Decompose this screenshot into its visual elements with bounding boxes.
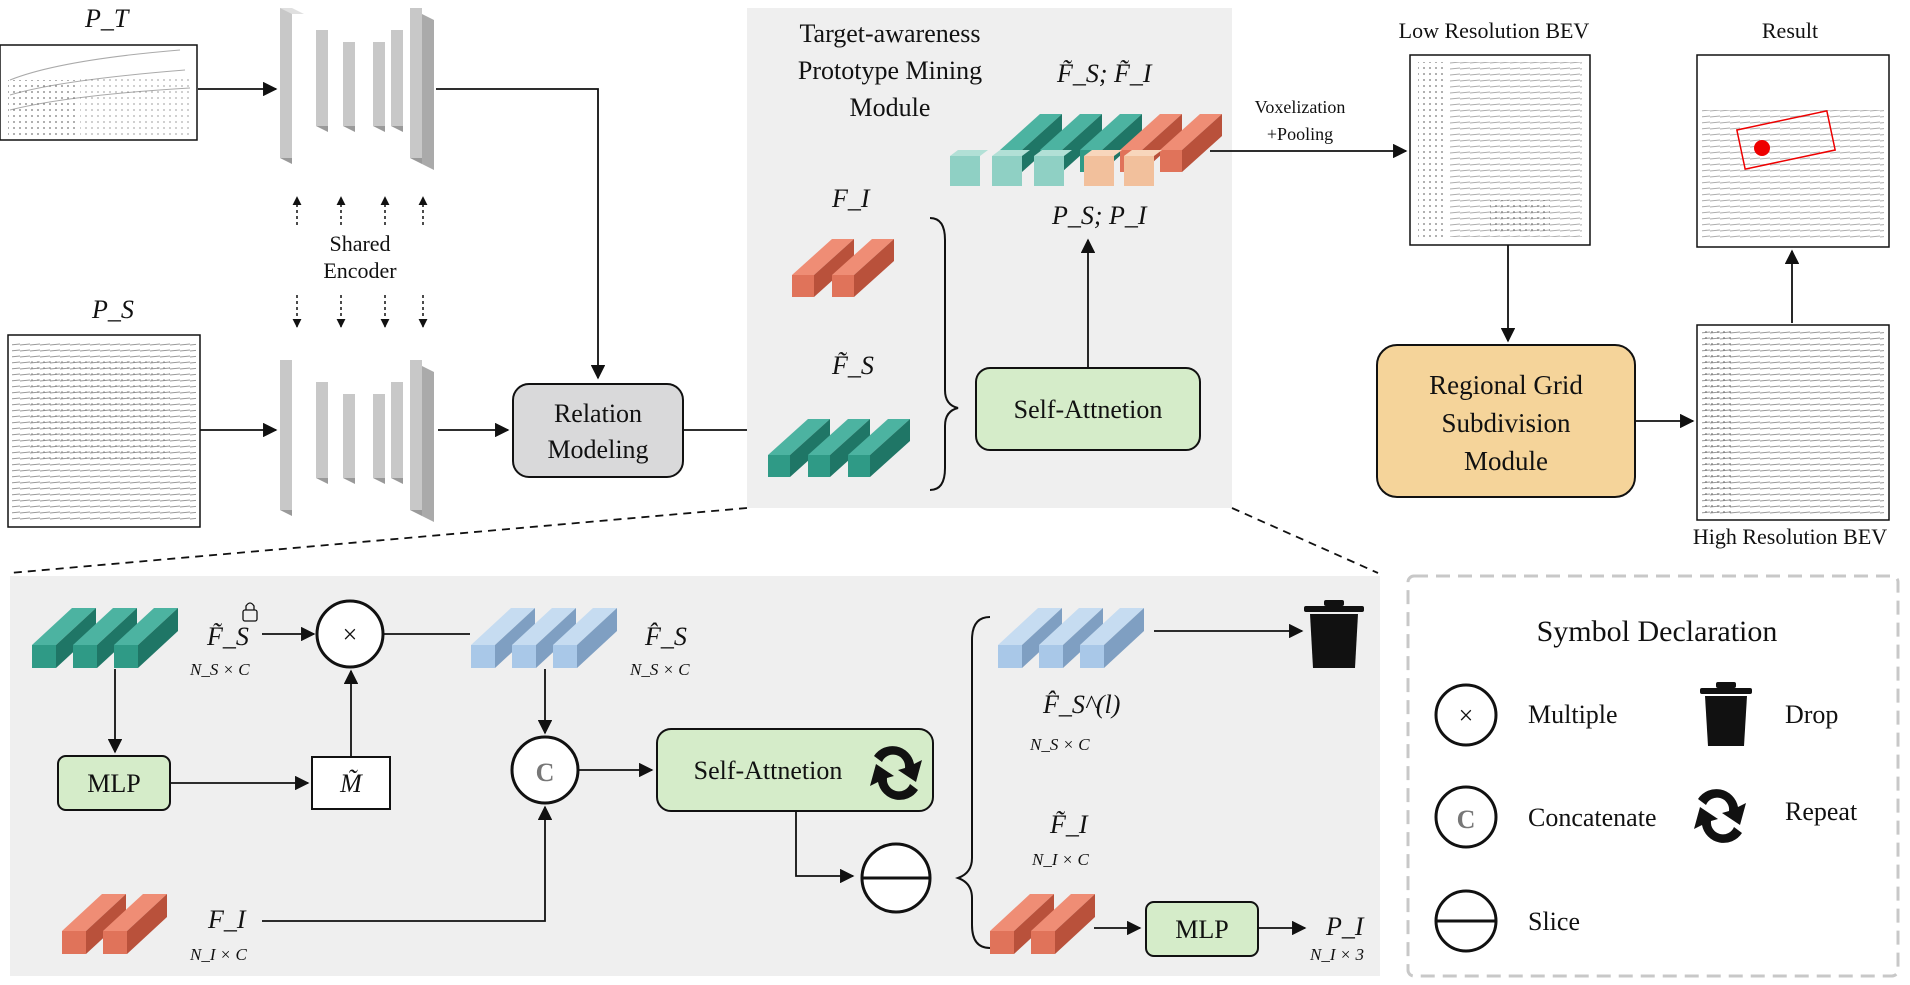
legend-slice-label: Slice [1528,907,1580,936]
fi-feature-blocks-detail [62,894,167,954]
tpm-title-2: Prototype Mining [798,56,982,85]
rgs-module-label-3: Module [1464,446,1548,476]
fi-label-detail: F_I [207,905,247,934]
shared-encoder-label-2: Encoder [323,258,397,283]
brace-detail [955,616,991,949]
pi-label: P_I [1325,912,1365,941]
legend-drop-label: Drop [1785,700,1838,729]
drop-icon [1700,682,1752,746]
mlp2-label: MLP [1175,915,1228,944]
high-res-bev-label: High Resolution BEV [1693,524,1887,549]
self-attention-label-top: Self-Attnetion [1014,395,1163,424]
lock-icon [242,602,258,622]
repeat-icon [1694,789,1746,843]
result-label: Result [1762,18,1818,43]
fs-feature-blocks-top [768,419,910,477]
slice-icon [1434,889,1498,953]
shared-encoder-arrows [292,196,428,328]
drop-icon-detail [1304,600,1364,668]
legend-concatenate-label: Concatenate [1528,803,1657,832]
svg-text:×: × [1459,701,1474,730]
relation-modeling-label-2: Modeling [547,435,648,464]
arrow-top-encoder-relation [436,88,606,380]
ps-pi-label: P_S; P_I [1051,201,1148,230]
fs-hat-label: F̂_S [644,622,687,651]
arrow-fi-concat [262,805,553,922]
legend-multiple-label: Multiple [1528,700,1618,729]
fi-tilde-dim: N_I × C [1031,850,1089,869]
m-tilde-label: M̃ [339,769,363,798]
fs-l-dim: N_S × C [1029,735,1090,754]
self-attention-box-detail [656,728,934,812]
pt-point-cloud [0,44,198,141]
multiply-icon: × [1434,683,1498,747]
zoom-line-left [9,507,748,574]
mlp-label: MLP [87,769,140,798]
fi-dim-detail: N_I × C [189,945,247,964]
ps-point-cloud [7,334,201,528]
shared-encoder-label-1: Shared [329,231,390,256]
fs-dim-detail: N_S × C [189,660,250,679]
voxelization-label-2: +Pooling [1267,124,1333,144]
zoom-line-right [1231,507,1379,574]
pi-dim: N_I × 3 [1309,945,1364,964]
mlp-box [57,755,171,811]
result-image [1696,54,1890,248]
high-res-bev-image [1696,324,1890,521]
fs-label-top: F̃_S [831,351,874,380]
slice-node [860,842,932,914]
fs-label-detail: F̃_S [206,622,249,651]
fs-feature-blocks-detail [32,608,178,668]
concat-symbol: C [536,758,555,787]
low-res-bev-image [1409,54,1591,246]
fi-tilde-label: F̃_I [1049,810,1089,839]
tpm-title-3: Module [850,93,931,122]
relation-modeling-label-1: Relation [554,399,642,428]
relation-modeling-box [512,383,684,478]
concatenate-icon: C [1434,785,1498,849]
fs-fi-feature-blocks [950,114,1222,186]
rgs-module-label-1: Regional Grid [1429,370,1583,400]
brace-top [929,217,959,491]
ps-label: P_S [91,295,134,324]
fs-fi-label: F̃_S; F̃_I [1056,59,1153,88]
rgs-module-box [1376,344,1636,498]
self-attention-box-top [975,367,1201,451]
mlp2-box [1145,901,1259,957]
svg-text:C: C [1457,805,1476,834]
fi-label-top: F_I [831,184,871,213]
pt-label: P_T [84,4,130,33]
multiply-node: × [315,599,385,669]
fi-feature-blocks-top [792,239,894,297]
arrow-sa-slice [795,811,855,884]
fs-l-label: F̂_S^(l) [1042,690,1120,719]
encoder-bottom [280,360,434,522]
encoder-top [280,8,434,170]
concatenate-node: C [510,735,580,805]
fs-hat-feature-blocks [471,608,617,668]
legend-title: Symbol Declaration [1537,615,1778,648]
legend-repeat-label: Repeat [1785,797,1858,826]
svg-text:×: × [343,620,358,649]
legend-box [1406,574,1900,978]
fs-l-feature-blocks [998,608,1144,668]
fi-tilde-feature-blocks [990,894,1095,954]
voxelization-label-1: Voxelization [1255,97,1346,117]
fs-hat-dim: N_S × C [629,660,690,679]
m-tilde-box [311,756,391,810]
tpm-title-1: Target-awareness [799,19,980,48]
repeat-icon-detail [870,746,922,800]
low-res-bev-label: Low Resolution BEV [1399,18,1590,43]
self-attention-label-detail: Self-Attnetion [694,756,843,785]
rgs-module-label-2: Subdivision [1441,408,1571,438]
